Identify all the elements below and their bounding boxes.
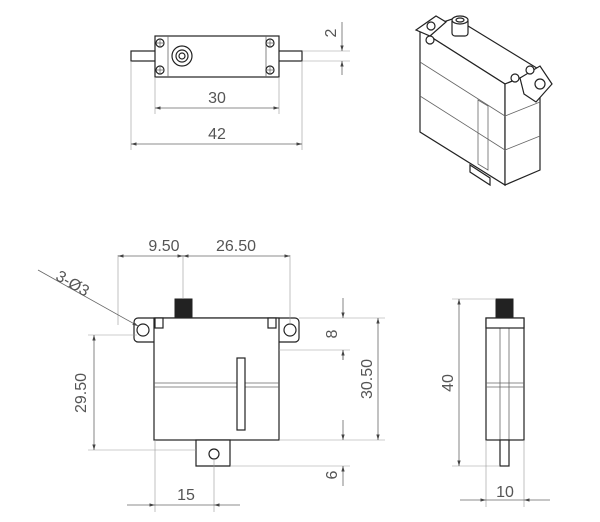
dim-tab-height: 6 bbox=[230, 420, 350, 486]
dim-flange-height: 8 bbox=[279, 298, 385, 360]
output-spline-icon bbox=[495, 298, 514, 319]
front-view-body bbox=[153, 317, 280, 441]
dim-label: 30 bbox=[208, 90, 226, 107]
dim-hole-callout: 3-Ø3 bbox=[37, 268, 139, 327]
mount-hole-icon bbox=[283, 323, 297, 337]
dim-label: 3-Ø3 bbox=[53, 268, 92, 301]
isometric-view bbox=[414, 15, 553, 187]
dim-label: 8 bbox=[324, 329, 341, 338]
output-spline-icon bbox=[174, 298, 193, 319]
dim-top-outer-width: 42 bbox=[130, 61, 303, 150]
dim-body-height: 30.50 bbox=[279, 318, 385, 441]
side-view: 40 10 bbox=[440, 298, 550, 507]
screw-icon bbox=[155, 38, 275, 75]
dim-label: 42 bbox=[208, 126, 226, 143]
dim-label: 2 bbox=[323, 28, 340, 37]
dim-front-offsets: 9.50 26.50 bbox=[117, 238, 291, 325]
dim-label: 6 bbox=[324, 470, 341, 479]
dim-tab-offset: 15 bbox=[127, 440, 240, 512]
dim-hole-to-bottom: 29.50 bbox=[73, 334, 196, 451]
dim-side-height: 40 bbox=[440, 298, 500, 467]
dim-side-width: 10 bbox=[460, 440, 550, 507]
side-view-body bbox=[485, 317, 525, 441]
dim-label: 26.50 bbox=[216, 238, 256, 255]
dim-label: 40 bbox=[440, 374, 457, 392]
front-view: 9.50 26.50 3-Ø3 29.50 8 30.50 bbox=[37, 238, 385, 512]
top-view: 2 30 42 bbox=[130, 22, 350, 150]
dim-label: 10 bbox=[496, 484, 514, 501]
dim-label: 30.50 bbox=[359, 359, 376, 399]
mount-hole-icon bbox=[136, 323, 150, 337]
dim-label: 29.50 bbox=[73, 373, 90, 413]
dim-label: 15 bbox=[177, 487, 195, 504]
dim-label: 9.50 bbox=[148, 238, 179, 255]
dim-top-inner-width: 30 bbox=[154, 77, 280, 114]
mount-hole-icon bbox=[208, 448, 220, 460]
dim-top-height: 2 bbox=[302, 22, 350, 75]
